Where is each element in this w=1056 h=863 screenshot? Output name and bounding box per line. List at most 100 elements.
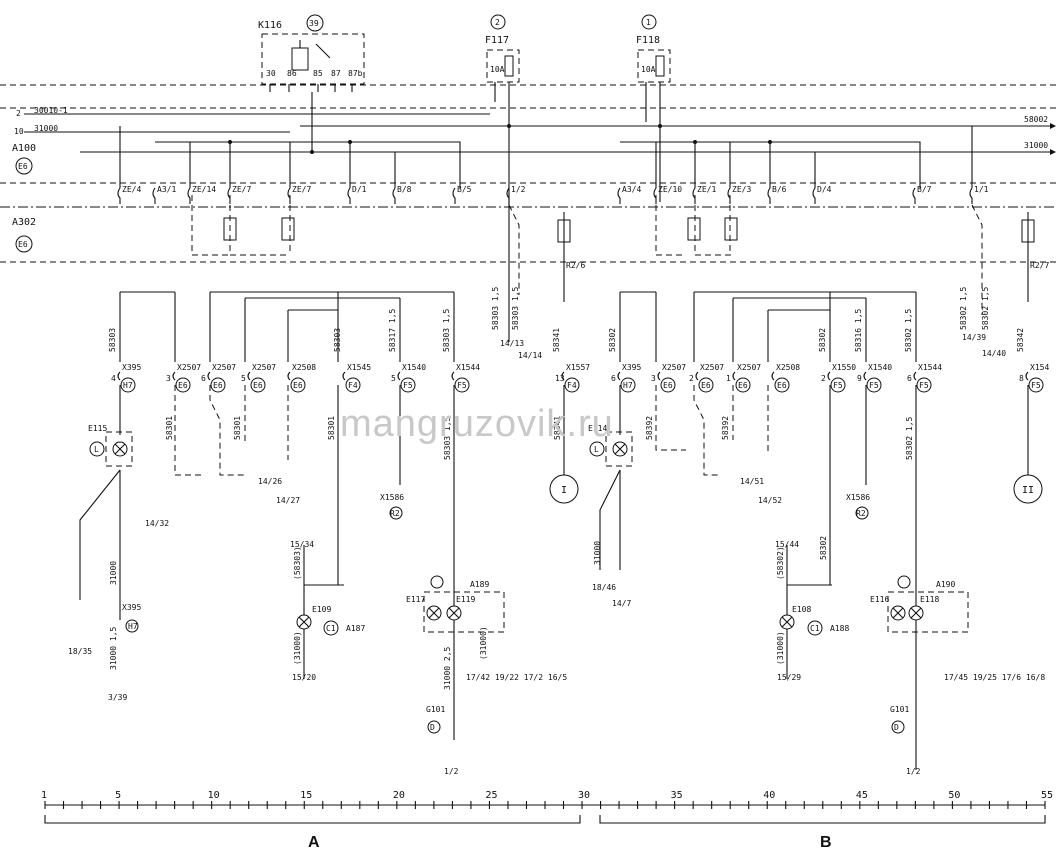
svg-text:58301: 58301	[327, 416, 336, 440]
circle-mark-2-label: II	[1022, 485, 1034, 496]
scale-tick-label: 30	[578, 790, 590, 801]
left-line-num-2: 10	[14, 127, 24, 136]
section-a: A	[308, 834, 320, 851]
connector-loc: E6	[777, 381, 787, 390]
module-boundaries	[0, 84, 1056, 263]
svg-text:18/46: 18/46	[592, 583, 616, 592]
scale-tick-label: 1	[41, 790, 47, 801]
connector-loc: E6	[178, 381, 188, 390]
connector-pin: 2	[821, 374, 826, 383]
svg-text:58301: 58301	[233, 416, 242, 440]
scale-tick-label: 25	[485, 790, 497, 801]
a302-resistors: R2/6 R2/7	[191, 195, 1049, 302]
svg-text:14/7: 14/7	[612, 599, 631, 608]
svg-text:L: L	[594, 445, 599, 454]
a100-pin: 1/2	[511, 185, 526, 194]
left-line-code-1: 30010-1	[34, 106, 68, 115]
connector-loc-ring	[698, 377, 714, 393]
r2-label-1: R2/6	[566, 261, 585, 270]
scale-tick-label: 35	[671, 790, 683, 801]
ref-14-39: 14/39	[962, 333, 986, 342]
connector-label: X1557	[566, 363, 590, 372]
svg-text:A190: A190	[936, 580, 955, 589]
svg-text:31000: 31000	[593, 541, 602, 565]
lamp-e108-label: E108	[792, 605, 811, 614]
svg-text:G101: G101	[890, 705, 909, 714]
scale-tick-label: 55	[1041, 790, 1053, 801]
svg-text:14/32: 14/32	[145, 519, 169, 528]
relay-label: K116	[258, 20, 282, 31]
svg-text:X1586: X1586	[380, 493, 404, 502]
r2-label-2: R2/7	[1030, 261, 1049, 270]
scale-tick-label: 10	[208, 790, 220, 801]
module-a302-code-ring	[15, 235, 33, 253]
connector-loc: E6	[293, 381, 303, 390]
connector-loc: F5	[869, 381, 879, 390]
connector-label: X2508	[776, 363, 800, 372]
svg-text:(31000): (31000)	[776, 631, 785, 665]
module-a100-code-ring	[15, 157, 33, 175]
a100-pin: B/7	[917, 185, 932, 194]
connector-loc-ring	[345, 377, 361, 393]
lamp-group-a190: E116 E118 A190	[870, 565, 969, 770]
svg-text:(31000): (31000)	[293, 631, 302, 665]
connector-pin: 1	[726, 374, 731, 383]
scale-tick-label: 50	[948, 790, 960, 801]
connector-loc-ring	[830, 377, 846, 393]
svg-text:E118: E118	[920, 595, 939, 604]
svg-text:15/44: 15/44	[775, 540, 799, 549]
svg-text:31000 2,5: 31000 2,5	[443, 646, 452, 690]
svg-text:58303 1,5: 58303 1,5	[443, 416, 452, 460]
ref-14-14: 14/14	[518, 351, 542, 360]
svg-text:31000: 31000	[109, 561, 118, 585]
left-line-code-2: 31000	[34, 124, 58, 133]
module-a100-label: A100	[12, 143, 36, 154]
connector-wire: 58302	[818, 328, 827, 352]
connector-wire: 58302	[608, 328, 617, 352]
fuse-f117-num: 2	[495, 18, 500, 27]
svg-text:17/42 19/22 17/2 16/5: 17/42 19/22 17/2 16/5	[466, 673, 567, 682]
connector-label: X395	[622, 363, 641, 372]
connector-label: X154	[1030, 363, 1049, 372]
lamp-e108: E108 A188 C1	[779, 545, 849, 679]
connector-loc-ring	[660, 377, 676, 393]
right-line-2: 31000	[1024, 141, 1048, 150]
svg-text:14/26: 14/26	[258, 477, 282, 486]
connector-loc: F4	[348, 381, 358, 390]
svg-text:1/2: 1/2	[906, 767, 921, 776]
connector-label: X1540	[402, 363, 426, 372]
circle-mark-1-label: I	[561, 485, 567, 496]
svg-text:E117: E117	[406, 595, 425, 604]
connector-loc-ring	[290, 377, 306, 393]
connector-pin: 4	[111, 374, 116, 383]
svg-text:A188: A188	[830, 624, 849, 633]
connector-label: X2507	[212, 363, 236, 372]
lamp-group-a189: E117 E119 A189	[406, 565, 505, 740]
connector-loc: E6	[701, 381, 711, 390]
a100-pin: B/8	[397, 185, 412, 194]
connector-label: X2507	[177, 363, 201, 372]
connector-wire: 58302 1,5	[904, 308, 913, 352]
relay-k116: K116 39 30 86 85 87 87b	[258, 14, 365, 92]
svg-text:(31000): (31000)	[479, 626, 488, 660]
svg-text:C1: C1	[326, 624, 336, 633]
connector-loc-ring	[564, 377, 580, 393]
connector-pin: 2	[689, 374, 694, 383]
module-a302-label: A302	[12, 217, 36, 228]
svg-text:58302 1,5: 58302 1,5	[905, 416, 914, 460]
svg-text:15/29: 15/29	[777, 673, 801, 682]
connector-pin: 13	[555, 374, 565, 383]
relay-pin-85: 85	[313, 69, 323, 78]
connector-label: X395	[122, 363, 141, 372]
a100-pin: ZE/14	[192, 185, 216, 194]
connector-loc-ring	[120, 377, 136, 393]
wire-label-f118b: 58302 1,5	[981, 286, 990, 330]
connector-label: X1544	[918, 363, 942, 372]
connector-pin: 3	[166, 374, 171, 383]
wire-label-f118: 58302 1,5	[959, 286, 968, 330]
connector-wire: 58341	[552, 328, 561, 352]
svg-text:1/2: 1/2	[444, 767, 459, 776]
connector-wire: 58303	[333, 328, 342, 352]
svg-text:D: D	[430, 723, 435, 732]
